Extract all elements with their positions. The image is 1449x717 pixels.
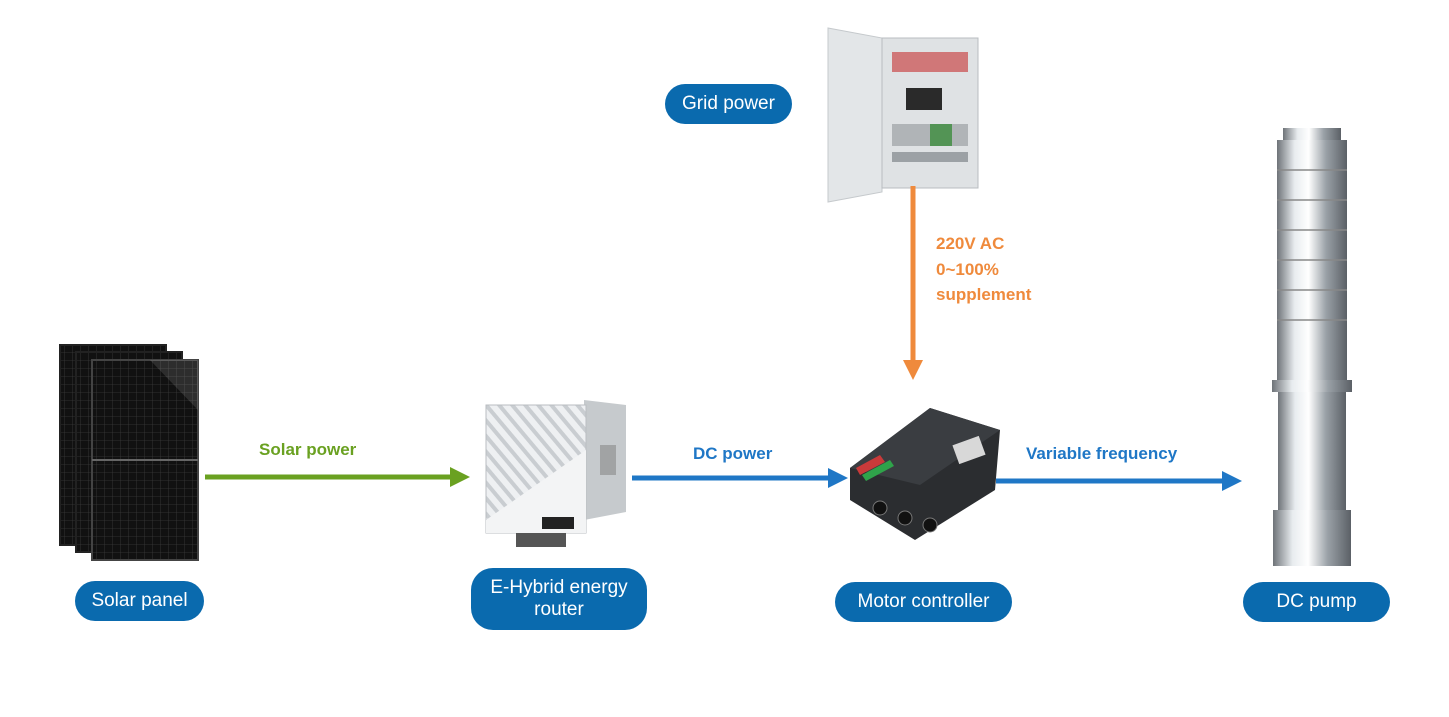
dc-pump-label: DC pump <box>1243 582 1390 622</box>
ac-percent-text: 0~100% <box>936 260 999 279</box>
variable-frequency-text: Variable frequency <box>1026 444 1178 463</box>
dc-power-text: DC power <box>693 444 773 463</box>
solar-power-text: Solar power <box>259 440 357 459</box>
variable-frequency-arrow <box>996 471 1242 491</box>
solar-power-arrow <box>205 467 470 487</box>
ac-supplement-arrow <box>903 186 923 380</box>
motor-controller-label: Motor controller <box>835 582 1012 622</box>
grid-cabinet-image <box>827 27 979 203</box>
solar-panel-label: Solar panel <box>75 581 204 621</box>
energy-router-image <box>485 400 626 547</box>
ac-voltage-text: 220V AC <box>936 234 1005 253</box>
ac-supplement-text: supplement <box>936 285 1032 304</box>
energy-router-label: E-Hybrid energy router <box>471 568 647 630</box>
grid-power-label: Grid power <box>665 84 792 124</box>
motor-controller-image <box>850 408 1000 540</box>
dc-power-arrow <box>632 468 848 488</box>
dc-pump-image <box>1272 128 1352 566</box>
solar-panel-image <box>59 344 199 561</box>
